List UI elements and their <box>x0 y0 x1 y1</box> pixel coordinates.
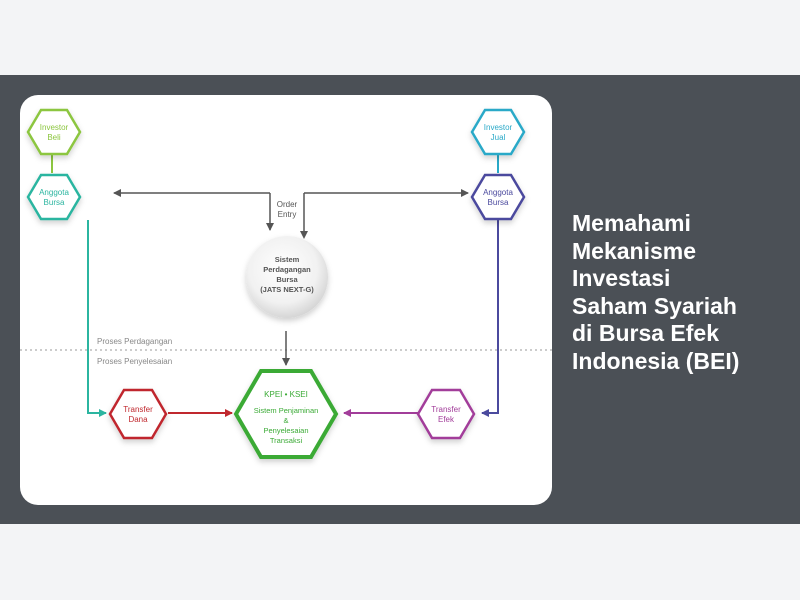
kpei-ksei-label-1: KPEI • KSEI <box>264 390 308 399</box>
sistem-label-2: Perdagangan <box>263 265 311 274</box>
heading-line-5: di Bursa Efek <box>572 320 719 346</box>
arrow-anggota-to-transfer-efek <box>481 220 499 417</box>
anggota-bursa-right-label-1: Anggota <box>483 188 513 197</box>
heading-line-2: Mekanisme <box>572 237 697 264</box>
transfer-dana-label-1: Transfer <box>123 405 153 414</box>
investor-beli-node: Investor Beli <box>26 108 82 156</box>
article-heading: Memahami Mekanisme Investasi Saham Syari… <box>572 210 782 375</box>
order-entry-label-1: Order <box>277 200 298 209</box>
kpei-ksei-label-4: Penyelesaian <box>263 426 308 435</box>
heading-line-4: Saham Syariah <box>572 292 737 319</box>
heading-line-6: Indonesia (BEI) <box>572 347 740 374</box>
sistem-label-3: Bursa <box>276 275 298 284</box>
arrow-anggota-to-transfer-dana <box>87 220 107 417</box>
sistem-label-4: (JATS NEXT-G) <box>260 285 314 294</box>
investor-beli-label-2: Beli <box>47 133 61 142</box>
heading-line-3: Investasi <box>572 265 671 291</box>
anggota-bursa-left-label-2: Bursa <box>44 198 65 207</box>
heading-line-1: Memahami <box>572 210 691 236</box>
kpei-ksei-label-3: & <box>283 416 288 425</box>
investor-beli-label-1: Investor <box>40 123 69 132</box>
transfer-dana-label-2: Dana <box>128 415 148 424</box>
investor-jual-label-2: Jual <box>491 133 506 142</box>
transfer-efek-label-1: Transfer <box>431 405 461 414</box>
transfer-efek-node: Transfer Efek <box>416 388 476 440</box>
diagram-card: Investor Beli Anggota Bursa Investor Jua… <box>20 95 552 505</box>
kpei-ksei-node: KPEI • KSEI Sistem Penjaminan & Penyeles… <box>233 369 339 459</box>
order-entry-label-2: Entry <box>278 210 297 219</box>
investor-jual-label-1: Investor <box>484 123 513 132</box>
transfer-dana-node: Transfer Dana <box>108 388 168 440</box>
anggota-bursa-left-node: Anggota Bursa <box>26 173 82 221</box>
sistem-perdagangan-node: Sistem Perdagangan Bursa (JATS NEXT-G) <box>246 236 328 318</box>
transfer-efek-label-2: Efek <box>438 415 455 424</box>
sistem-label-1: Sistem <box>275 255 300 264</box>
anggota-bursa-right-node: Anggota Bursa <box>470 173 526 221</box>
anggota-bursa-right-label-2: Bursa <box>488 198 509 207</box>
trading-mechanism-diagram: Investor Beli Anggota Bursa Investor Jua… <box>20 108 552 459</box>
investor-jual-node: Investor Jual <box>470 108 526 156</box>
kpei-ksei-label-2: Sistem Penjaminan <box>254 406 319 415</box>
kpei-ksei-label-5: Transaksi <box>270 436 303 445</box>
proses-penyelesaian-label: Proses Penyelesaian <box>97 357 172 366</box>
proses-perdagangan-label: Proses Perdagangan <box>97 337 172 346</box>
arrow-order-entry-right-head <box>300 231 308 239</box>
anggota-bursa-left-label-1: Anggota <box>39 188 69 197</box>
